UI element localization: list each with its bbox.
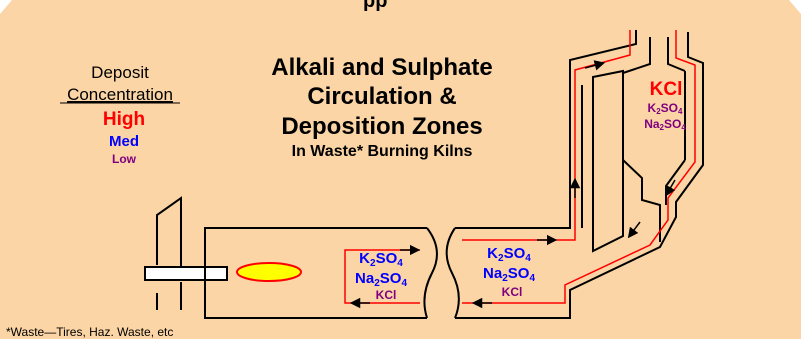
title-subtitle: In Waste* Burning Kilns xyxy=(292,143,473,160)
title-line3: Deposition Zones xyxy=(281,113,482,140)
cyclone-cone-lower xyxy=(622,159,661,242)
label-kcl-kiln2: KCl xyxy=(502,285,523,299)
flow-loop-kiln-1 xyxy=(344,249,420,304)
kiln-break-right xyxy=(445,227,460,319)
kiln-shell-right-bottom xyxy=(455,32,704,319)
kiln-shell-left xyxy=(204,227,427,319)
arrow-cyclone-top xyxy=(584,60,606,71)
label-k2so4-kiln1: K2SO4 xyxy=(359,250,403,269)
legend-med: Med xyxy=(109,133,139,150)
cyclone-cone xyxy=(622,37,686,74)
label-kcl-kiln1: KCl xyxy=(376,288,397,302)
title-line1: Alkali and Sulphate xyxy=(271,54,492,81)
burner-pipe xyxy=(144,266,228,281)
footnote: *Waste—Tires, Haz. Waste, etc xyxy=(6,325,173,339)
label-na2so4-kiln2: Na2SO4 xyxy=(483,265,535,284)
flame-icon xyxy=(236,262,302,282)
kiln-break-left xyxy=(423,227,438,319)
flow-cyclone-return xyxy=(462,30,696,304)
label-k2so4-cyclone: K2SO4 xyxy=(648,101,683,116)
label-na2so4-cyclone: Na2SO4 xyxy=(644,117,686,132)
label-na2so4-kiln1: Na2SO4 xyxy=(355,270,407,289)
legend-high: High xyxy=(103,109,145,130)
arrow-return-down xyxy=(627,221,641,239)
label-kcl-cyclone: KCl xyxy=(650,79,683,100)
cyclone-inner-wall xyxy=(592,69,624,253)
label-k2so4-kiln2: K2SO4 xyxy=(487,245,531,264)
kiln-hood-outline xyxy=(156,196,182,267)
legend-heading-line2: Concentration xyxy=(67,85,173,104)
legend-low: Low xyxy=(112,152,137,166)
kiln-shell-right-top xyxy=(455,30,637,229)
legend-heading-line1: Deposit xyxy=(91,63,149,82)
title-line2: Circulation & xyxy=(307,83,456,110)
arrow-cyclone-down xyxy=(665,179,676,197)
cropped-title-fragment: pp xyxy=(363,0,387,12)
